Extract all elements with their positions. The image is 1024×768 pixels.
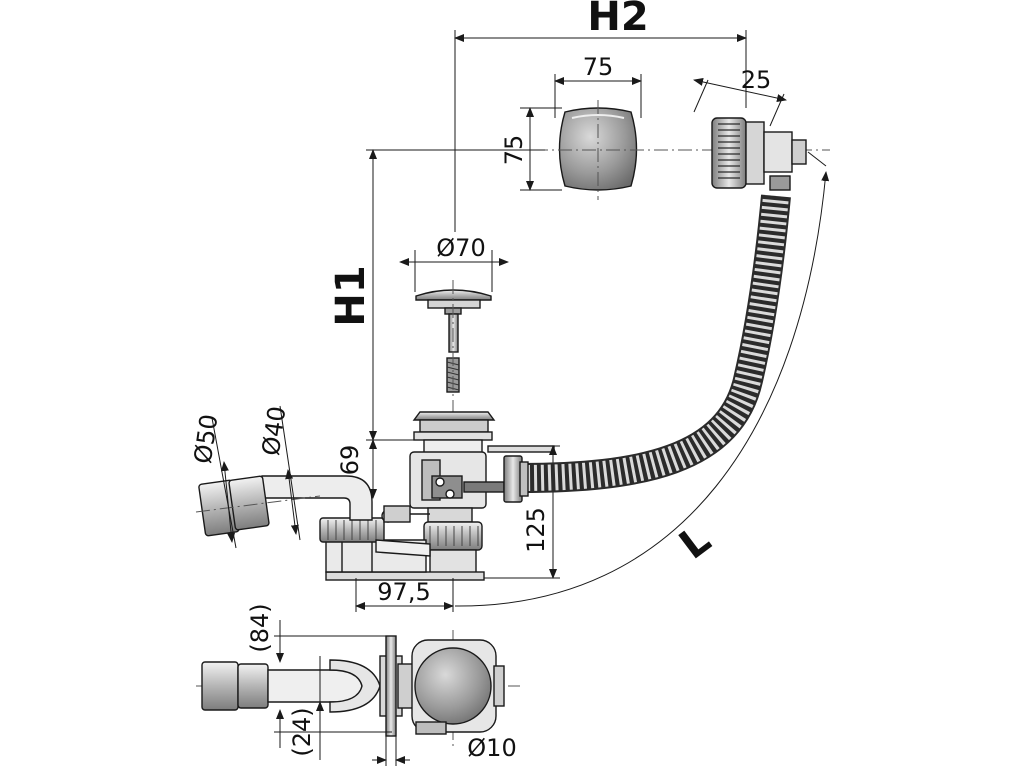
plug-diameter-label: Ø70 [436, 234, 485, 262]
top-view: (84) (24) Ø10 [196, 603, 520, 766]
overflow-side-view: 25 [693, 66, 827, 191]
pipe-outer-diameter-label: Ø50 [189, 412, 224, 465]
h1-label: H1 [328, 265, 374, 326]
drain-body [319, 411, 555, 581]
overflow-width-label: 75 [583, 53, 614, 81]
outlet-distance-label: 97,5 [377, 578, 430, 606]
trap-height-dimension: 125 [484, 445, 560, 579]
trap-offset-label: 69 [336, 445, 364, 476]
outlet-pipe: Ø50 Ø40 [189, 404, 373, 549]
h2-label: H2 [587, 0, 648, 40]
trap-height-label: 125 [522, 507, 550, 553]
trap-offset-dimension: 69 [336, 439, 420, 499]
top-view-offset-label: (24) [288, 707, 316, 756]
l-label: L [671, 517, 719, 569]
outlet-distance-dimension: 97,5 [355, 578, 454, 612]
top-view-height-label: (84) [246, 603, 274, 652]
h2-dimension: H2 [454, 0, 747, 232]
pipe-inner-diameter-label: Ø40 [257, 404, 292, 457]
h1-dimension: H1 [328, 149, 545, 441]
bolt-diameter-label: Ø10 [467, 734, 516, 762]
flexible-overflow-hose [503, 194, 791, 503]
overflow-depth-label: 25 [741, 66, 772, 94]
